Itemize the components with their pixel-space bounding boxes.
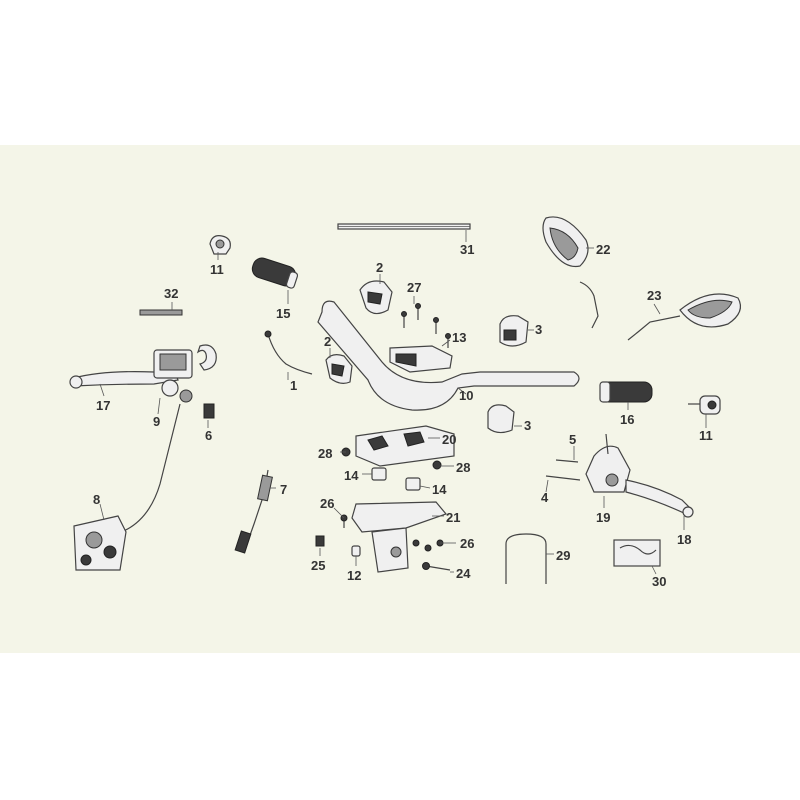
part-22-mirror[interactable]	[542, 216, 599, 329]
callout-31: 31	[460, 242, 474, 257]
part-11-right-bar-end[interactable]	[688, 395, 721, 415]
part-1-cable[interactable]	[264, 330, 313, 375]
part-32-spring[interactable]	[139, 309, 183, 316]
callout-23: 23	[647, 288, 661, 303]
part-28-bolt-right[interactable]	[432, 460, 442, 470]
callout-28-left: 28	[318, 446, 332, 461]
part-20-top-clamp[interactable]	[355, 425, 455, 467]
part-7-throttle-cable[interactable]	[234, 469, 273, 554]
part-14-riser-right[interactable]	[405, 477, 421, 491]
part-13-clamp[interactable]	[389, 345, 453, 373]
callout-22: 22	[596, 242, 610, 257]
leader-lines	[99, 230, 707, 575]
part-30-label[interactable]	[613, 539, 661, 567]
part-4-bolt[interactable]	[545, 475, 581, 481]
callout-30: 30	[652, 574, 666, 589]
part-3-switch-lower[interactable]	[487, 404, 515, 434]
part-12-bushing[interactable]	[351, 545, 361, 557]
callout-16: 16	[620, 412, 634, 427]
part-2-upper-clamp[interactable]	[359, 280, 393, 315]
callout-11-right: 11	[699, 428, 713, 443]
callout-27: 27	[407, 280, 421, 295]
part-14-riser-left[interactable]	[371, 467, 387, 481]
part-24-bolt[interactable]	[422, 562, 451, 571]
callout-1: 1	[290, 378, 297, 393]
part-2-lower-clamp[interactable]	[325, 354, 353, 384]
part-26-bolt-right[interactable]	[412, 539, 444, 552]
callout-3-upper: 3	[535, 322, 542, 337]
callout-17: 17	[96, 398, 110, 413]
part-19-lever-bracket[interactable]	[585, 433, 631, 493]
part-6-spring[interactable]	[203, 403, 215, 419]
part-21-lower-bracket[interactable]	[351, 501, 448, 573]
part-10-handlebar[interactable]	[317, 300, 580, 411]
part-27-bolts[interactable]	[401, 303, 451, 349]
callout-11-left: 11	[210, 262, 224, 277]
callout-18: 18	[677, 532, 691, 547]
callout-2-upper: 2	[376, 260, 383, 275]
callout-4: 4	[541, 490, 549, 505]
part-17-left-lever[interactable]	[69, 369, 179, 389]
callout-14-right: 14	[432, 482, 447, 497]
callout-26-left: 26	[320, 496, 334, 511]
callout-20: 20	[442, 432, 456, 447]
part-11-left-bar-end[interactable]	[209, 235, 231, 255]
callout-19: 19	[596, 510, 610, 525]
callout-24: 24	[456, 566, 471, 581]
callout-3-lower: 3	[524, 418, 531, 433]
part-31-rod[interactable]	[337, 223, 471, 230]
callout-7: 7	[280, 482, 287, 497]
part-23-mirror[interactable]	[627, 293, 741, 341]
callout-14-left: 14	[344, 468, 359, 483]
callouts: 1 2 2 3 3 4 5 6 7 8 9 10 11 11 12 13 14 …	[93, 242, 713, 589]
part-8-caliper[interactable]	[73, 515, 127, 571]
part-29-u-bolt[interactable]	[505, 533, 547, 584]
part-26-bolt-left[interactable]	[340, 514, 348, 528]
callout-15: 15	[276, 306, 290, 321]
part-18-lever[interactable]	[625, 479, 694, 518]
callout-6: 6	[205, 428, 212, 443]
brake-hose	[115, 403, 181, 535]
part-16-right-grip[interactable]	[599, 381, 653, 403]
callout-5: 5	[569, 432, 576, 447]
callout-32: 32	[164, 286, 178, 301]
callout-10: 10	[459, 388, 473, 403]
callout-12: 12	[347, 568, 361, 583]
part-3-switch-upper[interactable]	[499, 315, 529, 347]
callout-13: 13	[452, 330, 466, 345]
callout-28-right: 28	[456, 460, 470, 475]
callout-9: 9	[153, 414, 160, 429]
part-9-master-cylinder[interactable]	[153, 349, 193, 403]
callout-21: 21	[446, 510, 460, 525]
callout-8: 8	[93, 492, 100, 507]
part-9-clamp[interactable]	[196, 344, 217, 371]
part-5-pin[interactable]	[555, 459, 579, 463]
callout-25: 25	[311, 558, 325, 573]
callout-26-right: 26	[460, 536, 474, 551]
callout-29: 29	[556, 548, 570, 563]
part-25-nut[interactable]	[315, 535, 325, 547]
part-15-left-grip[interactable]	[250, 256, 299, 289]
callout-2-lower: 2	[324, 334, 331, 349]
